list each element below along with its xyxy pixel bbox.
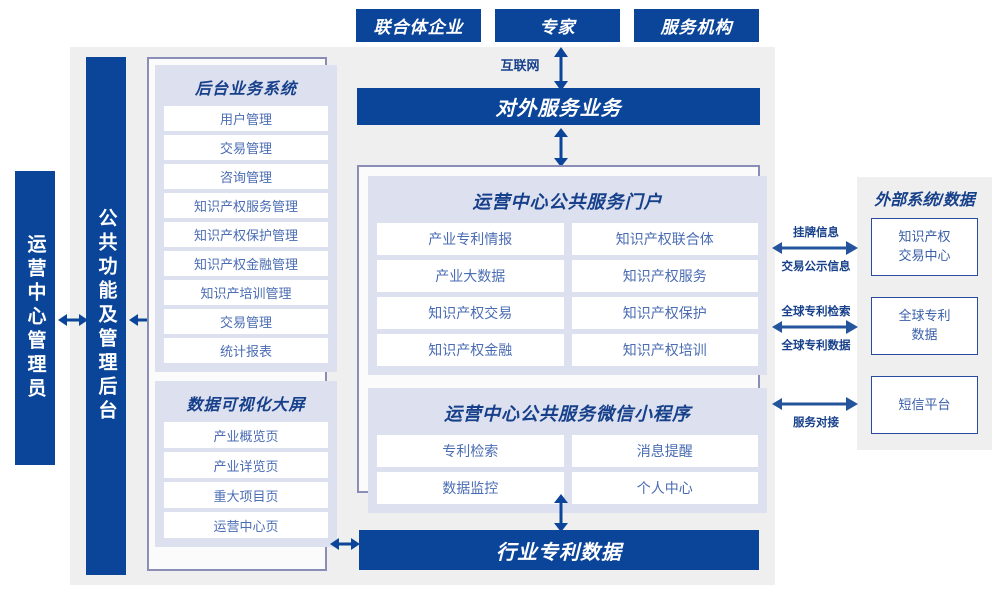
portal-item[interactable]: 知识产权交易 — [377, 297, 564, 329]
miniprogram-item[interactable]: 个人中心 — [571, 472, 758, 504]
data-visual-item[interactable]: 运营中心页 — [164, 512, 328, 538]
role-bar-admin-backend[interactable]: 公共功能及管理后台 — [86, 57, 126, 575]
backend-item[interactable]: 交易管理 — [164, 135, 328, 160]
role-bar-operator[interactable]: 运营中心管理员 — [15, 171, 55, 465]
miniprogram-panel: 运营中心公共服务微信小程序 专利检索 消息提醒 数据监控 个人中心 — [368, 388, 767, 513]
backend-item[interactable]: 知识产培训管理 — [164, 280, 328, 305]
backend-system-title: 后台业务系统 — [194, 81, 297, 98]
miniprogram-grid: 专利检索 消息提醒 数据监控 个人中心 — [377, 435, 758, 504]
actor-box-service-org[interactable]: 服务机构 — [634, 9, 759, 42]
industry-patent-data-bar[interactable]: 行业专利数据 — [359, 530, 759, 570]
data-visual-title: 数据可视化大屏 — [186, 397, 306, 414]
connector-label-global-patent-search: 全球专利检索 — [781, 306, 851, 318]
external-box-line2: 数据 — [911, 327, 938, 342]
portal-card: 运营中心公共服务门户 产业专利情报 知识产权联合体 产业大数据 知识产权服务 知… — [357, 165, 767, 513]
data-visual-item[interactable]: 产业概览页 — [164, 422, 328, 448]
data-visual-item[interactable]: 重大项目页 — [164, 482, 328, 508]
external-box-line1: 短信平台 — [898, 396, 951, 412]
connector-arrow-1 — [772, 240, 858, 256]
connector-label-trade-public-info: 交易公示信息 — [781, 261, 851, 273]
portal-industrydata-arrow — [552, 494, 570, 532]
portal-item[interactable]: 产业大数据 — [377, 260, 564, 292]
data-visual-panel: 数据可视化大屏 产业概览页 产业详览页 重大项目页 运营中心页 — [155, 381, 337, 547]
portal-item[interactable]: 知识产权联合体 — [571, 223, 758, 255]
portal-item[interactable]: 知识产权培训 — [571, 334, 758, 366]
portal-title: 运营中心公共服务门户 — [472, 192, 663, 212]
portal-item[interactable]: 知识产权保护 — [571, 297, 758, 329]
external-systems-title: 外部系统/数据 — [874, 192, 975, 209]
backend-item[interactable]: 交易管理 — [164, 309, 328, 334]
actor-box-consortium[interactable]: 联合体企业 — [356, 9, 481, 42]
miniprogram-item[interactable]: 数据监控 — [377, 472, 564, 504]
connector-label-global-patent-data: 全球专利数据 — [781, 340, 851, 352]
backend-industrydata-arrow — [330, 536, 360, 552]
external-box-ip-exchange[interactable]: 知识产权 交易中心 — [871, 218, 978, 276]
external-service-bar[interactable]: 对外服务业务 — [357, 88, 760, 125]
backend-item[interactable]: 咨询管理 — [164, 164, 328, 189]
portal-item[interactable]: 知识产权服务 — [571, 260, 758, 292]
backend-system-panel: 后台业务系统 用户管理 交易管理 咨询管理 知识产权服务管理 知识产权保护管理 … — [155, 65, 337, 372]
operator-admin-arrow — [58, 312, 88, 328]
internet-label: 互联网 — [500, 58, 540, 73]
actor-box-expert[interactable]: 专家 — [495, 9, 620, 42]
miniprogram-item[interactable]: 专利检索 — [377, 435, 564, 467]
external-box-line1: 全球专利 — [898, 308, 951, 324]
backend-item[interactable]: 知识产权金融管理 — [164, 251, 328, 276]
backend-item[interactable]: 统计报表 — [164, 338, 328, 363]
data-visual-item[interactable]: 产业详览页 — [164, 452, 328, 478]
portal-grid: 产业专利情报 知识产权联合体 产业大数据 知识产权服务 知识产权交易 知识产权保… — [377, 223, 758, 366]
miniprogram-title: 运营中心公共服务微信小程序 — [444, 404, 691, 424]
internet-arrow — [552, 47, 570, 91]
backend-item[interactable]: 用户管理 — [164, 106, 328, 131]
backend-card: 后台业务系统 用户管理 交易管理 咨询管理 知识产权服务管理 知识产权保护管理 … — [147, 57, 337, 571]
portal-panel: 运营中心公共服务门户 产业专利情报 知识产权联合体 产业大数据 知识产权服务 知… — [368, 176, 767, 375]
connector-arrow-3 — [772, 396, 858, 412]
connector-arrow-2 — [772, 319, 858, 335]
backend-item[interactable]: 知识产权保护管理 — [164, 222, 328, 247]
connector-label-service-docking: 服务对接 — [793, 417, 839, 429]
external-box-sms-platform[interactable]: 短信平台 — [871, 376, 978, 434]
miniprogram-item[interactable]: 消息提醒 — [571, 435, 758, 467]
service-portal-arrow — [552, 128, 570, 167]
portal-item[interactable]: 产业专利情报 — [377, 223, 564, 255]
external-box-global-patent[interactable]: 全球专利 数据 — [871, 297, 978, 355]
backend-item[interactable]: 知识产权服务管理 — [164, 193, 328, 218]
external-box-line2: 交易中心 — [898, 248, 951, 263]
connector-label-listing-info: 挂牌信息 — [793, 227, 839, 239]
portal-item[interactable]: 知识产权金融 — [377, 334, 564, 366]
external-box-line1: 知识产权 — [898, 229, 951, 245]
